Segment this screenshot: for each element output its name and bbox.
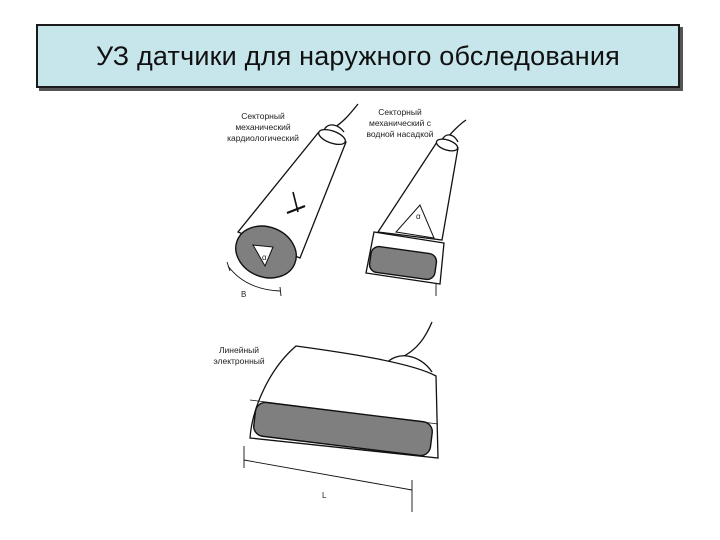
linear-probe: Линейный электронный L	[213, 321, 439, 512]
linear-label-line1: Линейный	[219, 345, 259, 355]
sector-water-probe: Секторный механический с водной насадкой…	[365, 107, 467, 296]
linear-label-line2: электронный	[213, 356, 264, 366]
sector-water-label-line2: механический с	[369, 118, 432, 128]
sector-cardio-label-line3: кардиологический	[227, 133, 299, 143]
slide-title-box: УЗ датчики для наружного обследования	[36, 24, 680, 88]
linear-length-symbol: L	[322, 491, 327, 500]
sector-cardio-label-line2: механический	[235, 122, 291, 132]
sector-water-label-line1: Секторный	[378, 107, 422, 117]
sector-water-label-line3: водной насадкой	[366, 129, 433, 139]
sector-cardio-angle-symbol: α	[262, 253, 267, 262]
sector-water-angle-symbol: α	[416, 212, 421, 221]
sector-cardio-width-symbol: B	[241, 290, 246, 299]
sector-cardio-label-line1: Секторный	[241, 111, 285, 121]
sector-cardio-probe: Секторный механический кардиологический …	[226, 103, 359, 299]
slide-title: УЗ датчики для наружного обследования	[96, 40, 620, 71]
